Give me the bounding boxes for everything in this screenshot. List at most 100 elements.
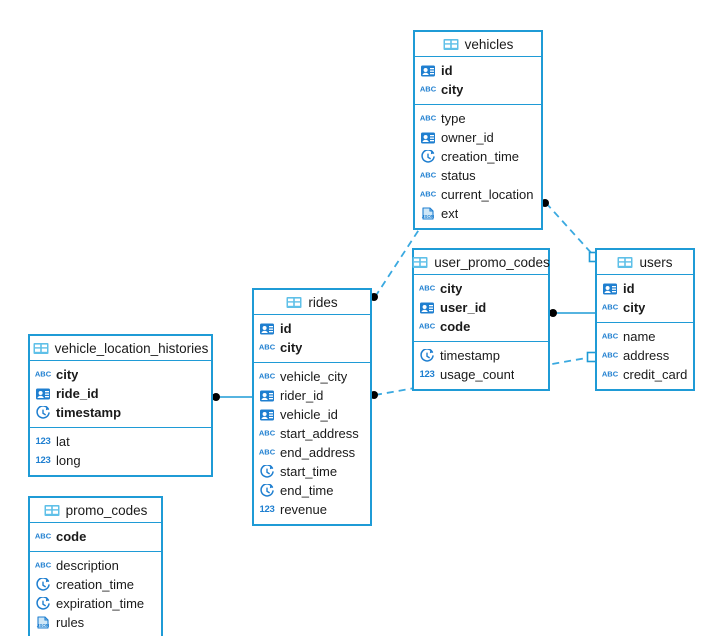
column-row-address[interactable]: ABC address xyxy=(597,346,693,365)
abc-icon: ABC xyxy=(35,368,51,382)
abc-icon: ABC xyxy=(259,427,275,441)
svg-text:ABC: ABC xyxy=(602,350,618,359)
table-header-rides[interactable]: rides xyxy=(254,290,370,315)
svg-text:ABC: ABC xyxy=(259,428,275,437)
table-name: users xyxy=(639,254,673,270)
column-label: city xyxy=(56,367,79,382)
svg-text:ABC: ABC xyxy=(420,113,436,122)
column-row-end_time[interactable]: end_time xyxy=(254,481,370,500)
table-header-vehicles[interactable]: vehicles xyxy=(415,32,541,57)
primary-key-row-ride_id[interactable]: ride_id xyxy=(30,384,211,403)
table-grid-icon xyxy=(617,256,633,269)
column-row-owner_id[interactable]: owner_id xyxy=(415,128,541,147)
primary-key-row-timestamp[interactable]: timestamp xyxy=(30,403,211,422)
table-header-users[interactable]: users xyxy=(597,250,693,275)
uuid-icon xyxy=(420,131,436,145)
number-icon: 123 xyxy=(35,436,51,447)
column-label: user_id xyxy=(440,300,487,315)
column-row-revenue[interactable]: 123 revenue xyxy=(254,500,370,519)
svg-text:ABC: ABC xyxy=(602,302,618,311)
column-row-vehicle_id[interactable]: vehicle_id xyxy=(254,405,370,424)
column-label: address xyxy=(623,348,670,363)
column-label: code xyxy=(440,319,471,334)
table-grid-icon xyxy=(286,296,302,309)
column-label: city xyxy=(280,340,303,355)
abc-icon: ABC xyxy=(420,169,436,183)
table-name: vehicle_location_histories xyxy=(54,340,209,356)
column-row-expiration_time[interactable]: expiration_time xyxy=(30,594,161,613)
svg-text:JSON: JSON xyxy=(422,214,435,219)
column-label: expiration_time xyxy=(56,596,145,611)
column-label: vehicle_city xyxy=(280,369,348,384)
number-icon: 123 xyxy=(259,504,275,515)
abc-icon: ABC xyxy=(35,559,51,573)
column-label: status xyxy=(441,168,476,183)
column-label: revenue xyxy=(280,502,327,517)
primary-key-row-id[interactable]: id xyxy=(415,61,541,80)
svg-text:ABC: ABC xyxy=(259,371,275,380)
column-label: owner_id xyxy=(441,130,494,145)
primary-key-row-id[interactable]: id xyxy=(597,279,693,298)
column-row-start_time[interactable]: start_time xyxy=(254,462,370,481)
column-row-status[interactable]: ABC status xyxy=(415,166,541,185)
table-grid-icon xyxy=(412,256,428,269)
edge-user-promo-codes-users[interactable] xyxy=(549,309,595,317)
svg-text:ABC: ABC xyxy=(259,342,275,351)
uuid-icon xyxy=(259,389,275,403)
edge-vehicle-location-histories-rides[interactable] xyxy=(212,393,252,401)
column-row-creation_time[interactable]: creation_time xyxy=(415,147,541,166)
table-header-vehicle_location_histories[interactable]: vehicle_location_histories xyxy=(30,336,211,361)
table-header-promo_codes[interactable]: promo_codes xyxy=(30,498,161,523)
column-row-ext[interactable]: JSON ext xyxy=(415,204,541,223)
column-label: rider_id xyxy=(280,388,324,403)
column-row-rider_id[interactable]: rider_id xyxy=(254,386,370,405)
svg-text:JSON: JSON xyxy=(37,623,50,628)
abc-icon: ABC xyxy=(259,341,275,355)
clock-icon xyxy=(420,149,436,164)
primary-key-row-user_id[interactable]: user_id xyxy=(414,298,548,317)
primary-key-row-city[interactable]: ABC city xyxy=(30,365,211,384)
json-icon: JSON xyxy=(35,615,51,630)
column-row-creation_time[interactable]: creation_time xyxy=(30,575,161,594)
column-label: ext xyxy=(441,206,459,221)
primary-key-row-id[interactable]: id xyxy=(254,319,370,338)
svg-text:ABC: ABC xyxy=(420,84,436,93)
table-header-user_promo_codes[interactable]: user_promo_codes xyxy=(412,250,550,275)
clock-icon xyxy=(35,577,51,592)
column-row-vehicle_city[interactable]: ABC vehicle_city xyxy=(254,367,370,386)
column-row-timestamp[interactable]: timestamp xyxy=(414,346,548,365)
primary-key-row-city[interactable]: ABC city xyxy=(254,338,370,357)
column-label: id xyxy=(280,321,292,336)
uuid-icon xyxy=(259,322,275,336)
abc-icon: ABC xyxy=(420,112,436,126)
svg-text:ABC: ABC xyxy=(35,531,51,540)
number-icon: 123 xyxy=(35,455,51,466)
